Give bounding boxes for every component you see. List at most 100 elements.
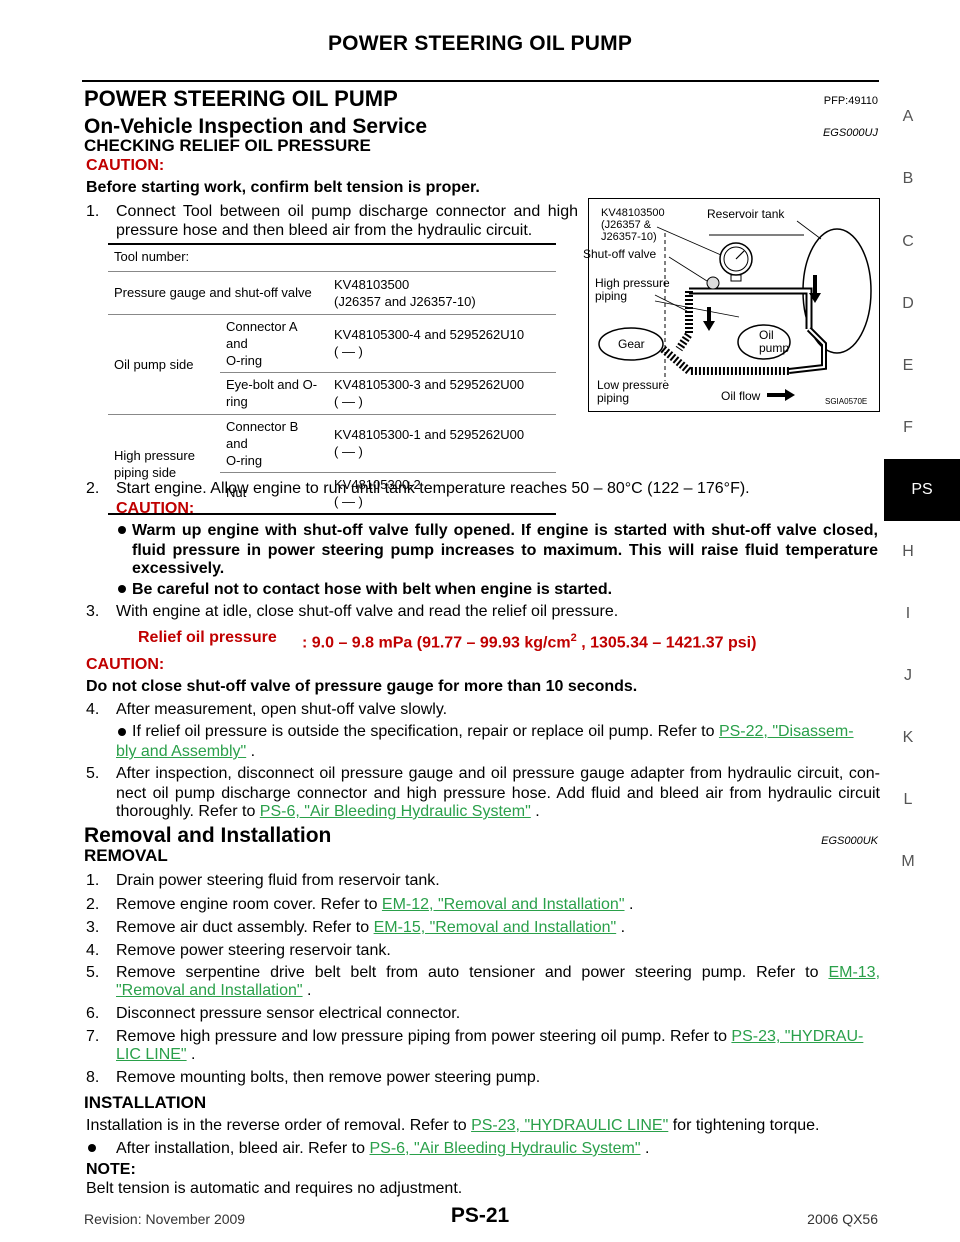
removal-subtitle: REMOVAL bbox=[84, 846, 168, 865]
bullet-icon bbox=[118, 728, 126, 736]
page-header-title: POWER STEERING OIL PUMP bbox=[327, 32, 633, 55]
removal-title: Removal and Installation bbox=[84, 824, 332, 847]
table-cell: KV48105300-3 and 5295262U00( — ) bbox=[334, 377, 525, 409]
step-text: Remove air duct assembly. Refer to EM-15… bbox=[116, 919, 626, 936]
header-divider bbox=[82, 80, 879, 82]
side-tab-l[interactable]: L bbox=[903, 791, 913, 808]
caution-text: Warm up engine with shut-off valve fully… bbox=[132, 522, 878, 539]
bullet-icon bbox=[118, 585, 126, 593]
diagram-svg bbox=[598, 220, 872, 401]
caution-text: Before starting work, confirm belt tensi… bbox=[86, 179, 480, 196]
step-number: 3. bbox=[86, 919, 100, 936]
side-tab-b[interactable]: B bbox=[902, 170, 914, 187]
ref-link-em13[interactable]: EM-13, bbox=[828, 964, 881, 981]
ref-link-em13-cont[interactable]: "Removal and Installation" bbox=[116, 982, 303, 999]
installation-bullet: After installation, bleed air. Refer to … bbox=[116, 1140, 650, 1157]
step-text: After measurement, open shut-off valve s… bbox=[116, 701, 448, 718]
ref-link-ps23[interactable]: PS-23, "HYDRAU- bbox=[731, 1028, 864, 1045]
step-text: Remove engine room cover. Refer to EM-12… bbox=[116, 896, 634, 913]
caution-label: CAUTION: bbox=[86, 157, 165, 174]
pressure-gauge-diagram: KV48103500(J26357 &J26357-10) Reservoir … bbox=[583, 198, 880, 412]
ref-link-em15[interactable]: EM-15, "Removal and Installation" bbox=[373, 919, 617, 936]
step-text: After inspection, disconnect oil pressur… bbox=[116, 765, 880, 782]
footer-model: 2006 QX56 bbox=[807, 1211, 878, 1227]
caution-text: Be careful not to contact hose with belt… bbox=[132, 581, 613, 598]
side-tab-c[interactable]: C bbox=[902, 233, 914, 250]
diagram-label: Gear bbox=[618, 337, 645, 351]
note-text: Belt tension is automatic and requires n… bbox=[86, 1180, 463, 1197]
table-cell: KV48105300-4 and 5295262U10( — ) bbox=[334, 327, 525, 359]
section-code: PFP:49110 bbox=[823, 95, 878, 107]
step-number: 2. bbox=[86, 480, 100, 497]
side-tab-ps-active[interactable]: PS bbox=[884, 459, 960, 521]
removal-code: EGS000UK bbox=[821, 835, 878, 847]
ref-link-ps23-cont[interactable]: LIC LINE" bbox=[116, 1046, 187, 1063]
installation-text: Installation is in the reverse order of … bbox=[86, 1117, 820, 1134]
caution-text: excessively. bbox=[132, 560, 225, 577]
caution-label: CAUTION: bbox=[116, 500, 195, 517]
diagram-label: Oil flow bbox=[721, 389, 761, 403]
table-cell: Oil pump side bbox=[108, 314, 220, 415]
tool-table: Tool number: Pressure gauge and shut-off… bbox=[108, 243, 556, 515]
tool-table-header: Tool number: bbox=[108, 243, 556, 272]
caution-text: Do not close shut-off valve of pressure … bbox=[86, 678, 638, 695]
step-text: LIC LINE" . bbox=[116, 1046, 196, 1063]
ref-link-ps22[interactable]: PS-22, "Disassem- bbox=[718, 723, 854, 740]
step-number: 4. bbox=[86, 701, 100, 718]
side-tab-e[interactable]: E bbox=[902, 357, 914, 374]
side-tab-m[interactable]: M bbox=[901, 853, 915, 870]
step-text: nect oil pump discharge connector and hi… bbox=[116, 785, 880, 802]
side-tab-h[interactable]: H bbox=[902, 543, 914, 560]
ref-link-ps6-install[interactable]: PS-6, "Air Bleeding Hydraulic System" bbox=[369, 1140, 641, 1157]
step-text: Remove serpentine drive belt belt from a… bbox=[116, 964, 881, 981]
step-text: Start engine. Allow engine to run until … bbox=[116, 480, 750, 497]
step-number: 3. bbox=[86, 603, 100, 620]
footer-revision: Revision: November 2009 bbox=[84, 1211, 246, 1227]
step-number: 4. bbox=[86, 942, 100, 959]
bullet-icon bbox=[118, 526, 126, 534]
side-tab-f[interactable]: F bbox=[903, 419, 913, 436]
bullet-icon bbox=[88, 1144, 96, 1152]
side-tab-a[interactable]: A bbox=[902, 108, 914, 125]
ref-link-em12[interactable]: EM-12, "Removal and Installation" bbox=[381, 896, 625, 913]
side-tab-i[interactable]: I bbox=[905, 605, 911, 622]
table-cell: KV48105300-2( — ) bbox=[334, 476, 421, 509]
step-number: 1. bbox=[86, 203, 100, 220]
installation-subtitle: INSTALLATION bbox=[84, 1093, 207, 1112]
diagram-label: Shut-off valve bbox=[583, 247, 657, 261]
table-cell: KV48103500(J26357 and J26357-10) bbox=[334, 276, 476, 309]
diagram-label: Reservoir tank bbox=[707, 207, 785, 221]
step-number: 1. bbox=[86, 872, 100, 889]
ref-link-ps22-cont[interactable]: bly and Assembly" bbox=[116, 743, 247, 760]
inspection-code: EGS000UJ bbox=[822, 127, 878, 139]
side-tab-d[interactable]: D bbox=[902, 295, 914, 312]
step-number: 6. bbox=[86, 1005, 100, 1022]
side-tab-k[interactable]: K bbox=[902, 729, 914, 746]
step-number: 7. bbox=[86, 1028, 100, 1045]
relief-pressure-label: Relief oil pressure bbox=[138, 629, 277, 646]
step-number: 2. bbox=[86, 896, 100, 913]
ref-link-ps6[interactable]: PS-6, "Air Bleeding Hydraulic System" bbox=[259, 803, 531, 820]
step-text: Remove power steering reservoir tank. bbox=[116, 942, 391, 959]
diagram-code: SGIA0570E bbox=[825, 397, 868, 406]
step-text: Connect Tool between oil pump discharge … bbox=[116, 203, 578, 220]
diagram-label: KV48103500(J26357 &J26357-10) bbox=[601, 207, 665, 243]
inspection-subtitle: CHECKING RELIEF OIL PRESSURE bbox=[84, 136, 371, 155]
step-text: Disconnect pressure sensor electrical co… bbox=[116, 1005, 461, 1022]
side-tab-j[interactable]: J bbox=[904, 667, 912, 684]
step-text: Remove high pressure and low pressure pi… bbox=[116, 1028, 864, 1045]
step-text: pressure hose and then bleed air from th… bbox=[116, 222, 533, 239]
caution-label: CAUTION: bbox=[86, 656, 165, 673]
step-text: bly and Assembly" . bbox=[116, 743, 256, 760]
table-cell: Pressure gauge and shut-off valve bbox=[114, 285, 312, 301]
step-text: Drain power steering fluid from reservoi… bbox=[116, 872, 440, 889]
relief-pressure-value: : 9.0 – 9.8 mPa (91.77 – 99.93 kg/cm2 , … bbox=[302, 632, 757, 652]
ref-link-ps23-install[interactable]: PS-23, "HYDRAULIC LINE" bbox=[471, 1117, 669, 1134]
step-number: 8. bbox=[86, 1069, 100, 1086]
note-label: NOTE: bbox=[86, 1161, 136, 1178]
table-cell: KV48105300-1 and 5295262U00( — ) bbox=[334, 427, 525, 459]
